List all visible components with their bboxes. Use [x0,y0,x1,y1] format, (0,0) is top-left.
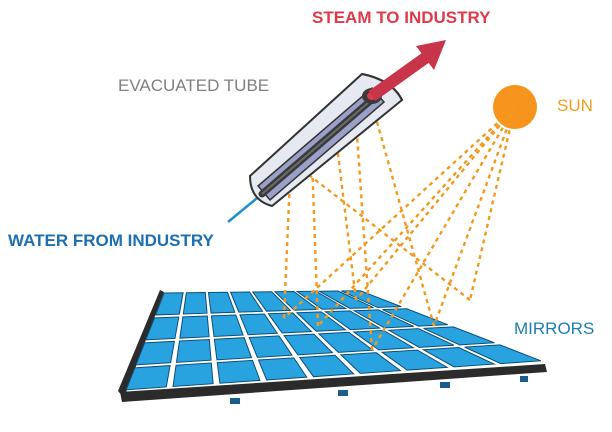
mirror-frame [120,364,547,402]
reflected-ray [354,119,374,351]
mirror-frame-side [118,290,164,398]
mirror-panel [229,291,264,313]
steam-arrow-icon [368,40,446,101]
sun-ray [432,106,517,327]
mirror-panel [382,308,448,327]
reflected-ray [334,137,358,301]
sun-ray [355,106,516,301]
steam-to-industry-label: STEAM TO INDUSTRY [312,8,491,27]
mirror-panel [182,292,208,315]
mirror-panel [154,292,184,316]
sun-label: SUN [557,96,593,115]
mirror-panel [210,314,244,337]
mirror-panel [172,362,214,388]
reflected-ray [310,159,320,327]
mirror-panel [179,315,210,339]
evacuated-tube-label: EVACUATED TUBE [118,76,270,95]
sun-ray [317,106,516,327]
mirror-panel [257,357,308,381]
mirror-panel [339,352,402,374]
mirror-panel [251,291,292,312]
mirror-panel [267,312,313,334]
water-from-industry-label: WATER FROM INDUSTRY [8,231,214,250]
mirror-panel [216,359,261,384]
mirror-panel [317,290,374,309]
reflected-ray [299,167,471,301]
mirror-panel [207,291,236,314]
mirrors-label: MIRRORS [514,319,595,338]
incoming-rays [283,106,517,351]
mirror-panel [135,340,176,366]
mirror-panel [283,333,334,356]
mirror-panel [213,337,253,361]
mirror-panel [423,326,495,346]
water-inlet-line [227,193,263,223]
sun-ray [370,106,517,351]
mirror-panel [352,329,416,351]
mirror-panel [145,316,180,341]
reflected-ray [370,103,436,327]
mirror-panel [248,335,293,358]
sun-ray [468,106,517,301]
mirror-panel [421,346,497,368]
mirror-panel [175,338,212,363]
reflected-rays [282,103,471,351]
mirror-panel [298,354,355,378]
mirror-panel [380,349,449,371]
support-feet [230,376,528,404]
mirror-panel [464,344,542,365]
mirror-panel [239,313,279,336]
mirror-panel [386,328,455,348]
mirror-panel [125,365,171,391]
mirror-panel [323,310,382,331]
evacuated-tube-icon [248,72,404,208]
mirror-panel [295,290,348,310]
mirror-field [118,290,547,404]
